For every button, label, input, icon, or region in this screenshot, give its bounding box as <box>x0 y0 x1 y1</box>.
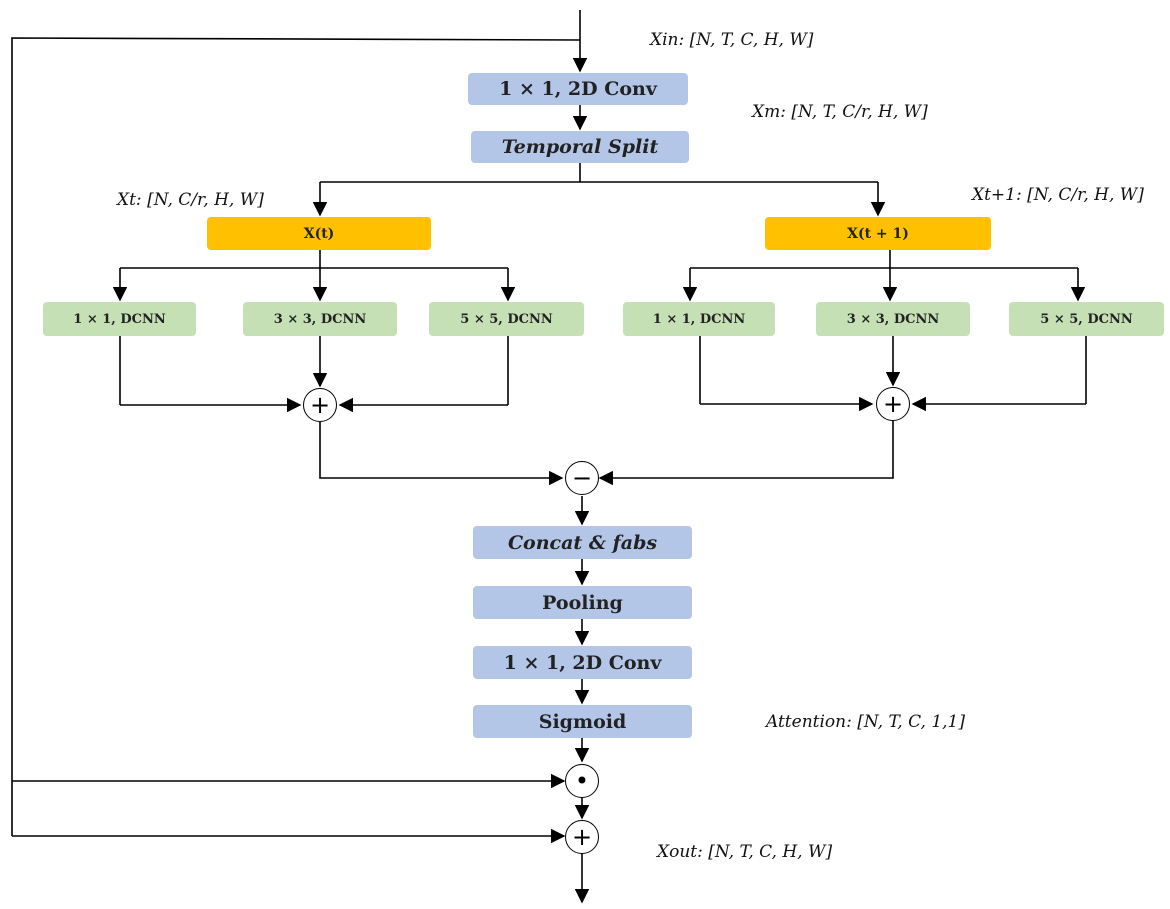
sigmoid-block: Sigmoid <box>473 705 692 738</box>
right-sum-operator: + <box>876 387 910 421</box>
xout-shape-label: Xout: [N, T, C, H, W] <box>657 842 833 862</box>
left-sum-operator: + <box>303 388 337 422</box>
xt-node: X(t) <box>207 217 431 250</box>
xt-shape-label: Xt: [N, C/r, H, W] <box>117 190 264 210</box>
input-conv-block: 1 × 1, 2D Conv <box>468 73 688 105</box>
xin-shape-label: Xin: [N, T, C, H, W] <box>650 30 814 50</box>
left-dcnn-3x3: 3 × 3, DCNN <box>243 302 397 336</box>
left-dcnn-1x1: 1 × 1, DCNN <box>43 302 196 336</box>
multiply-operator: • <box>565 764 599 798</box>
right-dcnn-3x3: 3 × 3, DCNN <box>816 302 970 336</box>
right-dcnn-5x5: 5 × 5, DCNN <box>1009 302 1164 336</box>
temporal-split-block: Temporal Split <box>471 131 689 163</box>
xm-shape-label: Xm: [N, T, C/r, H, W] <box>752 102 928 122</box>
xt1-node: X(t + 1) <box>765 217 991 250</box>
right-dcnn-1x1: 1 × 1, DCNN <box>623 302 775 336</box>
residual-add-operator: + <box>565 820 599 854</box>
concat-fabs-block: Concat & fabs <box>473 526 692 559</box>
attention-shape-label: Attention: [N, T, C, 1,1] <box>766 712 965 732</box>
subtract-operator: − <box>565 461 599 495</box>
left-dcnn-5x5: 5 × 5, DCNN <box>429 302 584 336</box>
xt1-shape-label: Xt+1: [N, C/r, H, W] <box>972 185 1144 205</box>
pooling-block: Pooling <box>473 586 692 619</box>
output-conv-block: 1 × 1, 2D Conv <box>473 646 692 679</box>
